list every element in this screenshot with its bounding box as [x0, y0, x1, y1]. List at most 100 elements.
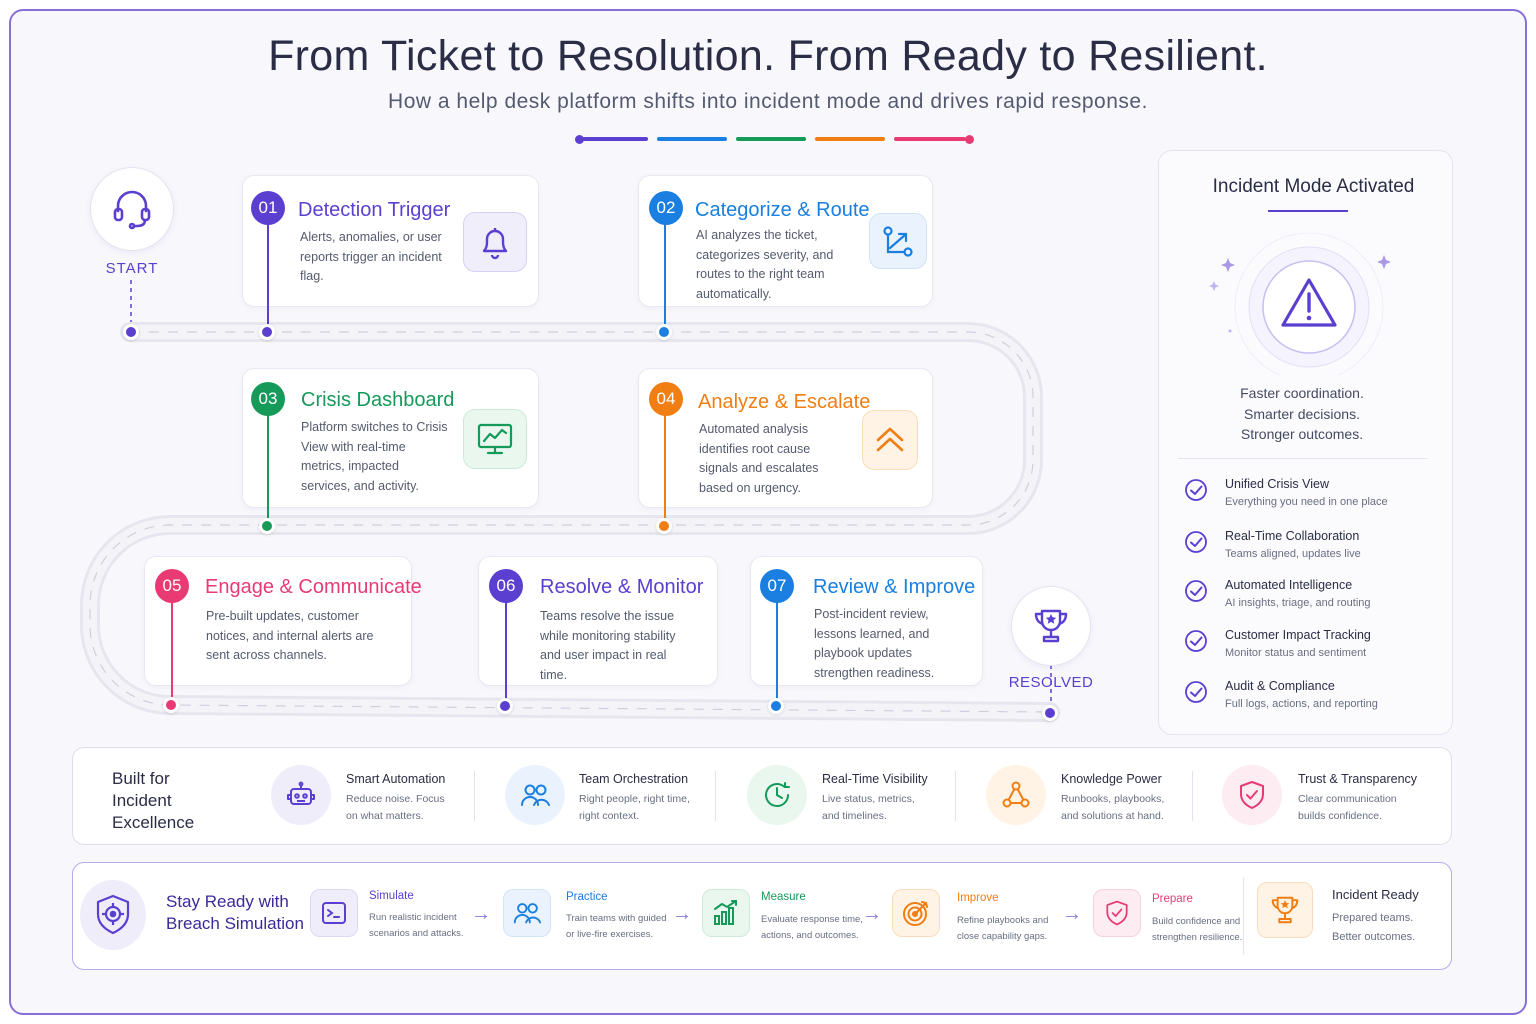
- step-title: Crisis Dashboard: [301, 389, 455, 411]
- feature-subtitle: Live status, metrics,and timelines.: [822, 793, 915, 822]
- feature-title: Customer Impact Tracking: [1225, 628, 1371, 642]
- feature-subtitle: AI insights, triage, and routing: [1225, 597, 1371, 609]
- arrow-right-icon: →: [672, 903, 692, 925]
- start-node: [123, 324, 139, 340]
- feature-subtitle: Right people, right time,right context.: [579, 793, 690, 822]
- panel-divider: [1178, 458, 1428, 459]
- step-description: Post-incident review, lessons learned, a…: [814, 607, 935, 680]
- step-connector: [776, 590, 778, 706]
- divider: [474, 771, 475, 821]
- check-circle-icon: [1185, 531, 1207, 553]
- breach-heading: Stay Ready with Breach Simulation: [166, 891, 304, 935]
- step-connector: [267, 210, 269, 326]
- bell-icon: [463, 212, 527, 272]
- stage-title: Simulate: [369, 890, 414, 902]
- step-description: Pre-built updates, customer notices, and…: [206, 609, 374, 662]
- step-node: [497, 698, 513, 714]
- divider: [715, 771, 716, 821]
- step-node: [259, 518, 275, 534]
- step-title: Review & Improve: [813, 576, 976, 598]
- people-icon: [505, 765, 565, 825]
- built-for-heading: Built for Incident Excellence: [112, 768, 194, 834]
- check-circle-icon: [1185, 580, 1207, 602]
- step-badge: 01: [251, 191, 285, 225]
- step-description: Teams resolve the issue while monitoring…: [540, 609, 676, 682]
- tagline: Stronger outcomes.: [1240, 426, 1364, 442]
- page-title: From Ticket to Resolution. From Ready to…: [268, 32, 1268, 80]
- page-subtitle: How a help desk platform shifts into inc…: [388, 90, 1148, 113]
- network-icon: [986, 765, 1046, 825]
- divider: [955, 771, 956, 821]
- resolved-node: [1042, 705, 1058, 721]
- step-badge: 03: [251, 382, 285, 416]
- trophy-icon: [1257, 882, 1313, 938]
- arrow-right-icon: →: [862, 903, 882, 925]
- step-badge: 06: [489, 569, 523, 603]
- escalate-chevrons-icon: [862, 410, 918, 470]
- step-card-engage-communicate: [144, 556, 412, 686]
- tagline: Faster coordination.: [1240, 385, 1364, 401]
- divider: [1192, 771, 1193, 821]
- breach-simulation-strip: [72, 862, 1452, 970]
- headset-icon: [90, 167, 174, 251]
- incident-title-underline: [1268, 210, 1348, 212]
- step-connector: [505, 590, 507, 706]
- accent-bar-blue: [657, 137, 727, 141]
- stage-title: Measure: [761, 891, 806, 903]
- bar-chart-icon: [702, 889, 750, 937]
- route-icon: [869, 213, 927, 269]
- stage-title: Prepare: [1152, 893, 1193, 905]
- arrow-right-icon: →: [1062, 903, 1082, 925]
- heading-line: Built for: [112, 769, 170, 788]
- stage-subtitle: Evaluate response time,actions, and outc…: [761, 914, 863, 941]
- step-node: [656, 324, 672, 340]
- step-title: Categorize & Route: [695, 199, 870, 221]
- step-badge: 04: [649, 382, 683, 416]
- feature-title: Unified Crisis View: [1225, 477, 1329, 491]
- stage-title: Practice: [566, 891, 608, 903]
- result-title: Incident Ready: [1332, 887, 1419, 902]
- check-circle-icon: [1185, 479, 1207, 501]
- feature-title: Trust & Transparency: [1298, 772, 1418, 786]
- shield-target-icon: [80, 880, 146, 950]
- heading-line: Excellence: [112, 813, 195, 832]
- accent-bar-pink: [894, 137, 966, 141]
- step-description: Alerts, anomalies, or user reports trigg…: [300, 230, 442, 283]
- step-node: [259, 324, 275, 340]
- trophy-icon: [1011, 586, 1091, 666]
- heading-line: Incident: [112, 791, 172, 810]
- heading-line: Breach Simulation: [166, 914, 304, 933]
- feature-subtitle: Teams aligned, updates live: [1225, 548, 1361, 560]
- accent-dot-end: [965, 135, 974, 144]
- feature-title: Team Orchestration: [579, 772, 689, 786]
- accent-bar-purple: [580, 137, 648, 141]
- feature-title: Real-Time Visibility: [822, 772, 928, 786]
- step-title: Detection Trigger: [298, 199, 451, 221]
- resolved-label: RESOLVED: [1008, 674, 1094, 691]
- people-icon: [503, 889, 551, 937]
- shield-check-icon: [1093, 889, 1141, 937]
- step-connector: [267, 400, 269, 520]
- step-description: AI analyzes the ticket, categorizes seve…: [696, 228, 834, 301]
- start-label: START: [105, 260, 159, 277]
- incident-taglines: Faster coordination. Smarter decisions. …: [1158, 383, 1446, 445]
- monitor-chart-icon: [463, 409, 527, 469]
- step-description: Automated analysis identifies root cause…: [699, 422, 819, 495]
- feature-subtitle: Everything you need in one place: [1225, 496, 1388, 508]
- feature-subtitle: Monitor status and sentiment: [1225, 647, 1367, 659]
- feature-subtitle: Runbooks, playbooks,and solutions at han…: [1061, 793, 1165, 822]
- step-badge: 05: [155, 569, 189, 603]
- feature-title: Smart Automation: [346, 772, 446, 786]
- feature-title: Real-Time Collaboration: [1225, 529, 1360, 543]
- feature-subtitle: Full logs, actions, and reporting: [1225, 698, 1378, 710]
- step-node: [768, 698, 784, 714]
- step-connector: [664, 210, 666, 326]
- robot-icon: [271, 765, 331, 825]
- accent-bar-green: [736, 137, 806, 141]
- tagline: Smarter decisions.: [1244, 405, 1360, 422]
- step-title: Resolve & Monitor: [540, 576, 704, 598]
